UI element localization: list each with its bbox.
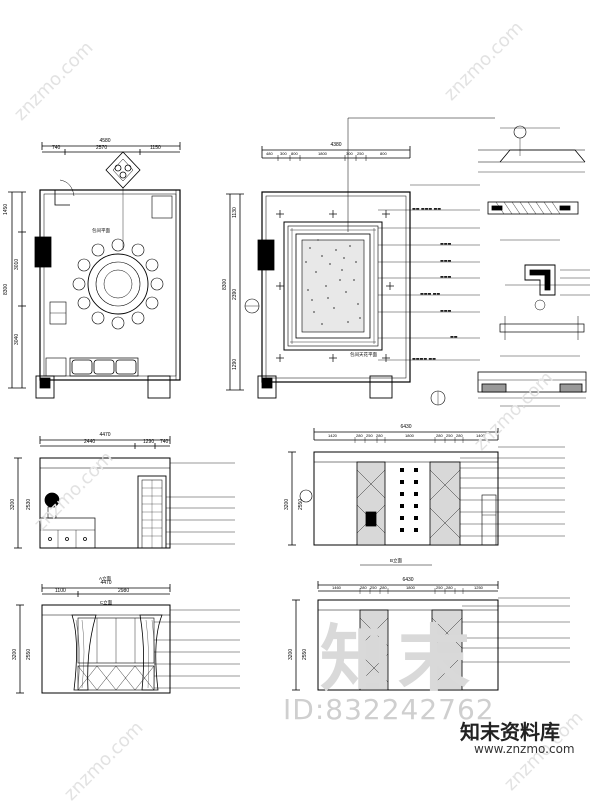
elev-b-side-2: 3200: [284, 499, 290, 510]
elev-c-side-2: 3200: [12, 649, 18, 660]
plan-b-ceiling-label: 包间天花平面: [350, 351, 377, 358]
elev-b-side-1: 2550: [298, 499, 304, 510]
svg-text:▬▬▬: ▬▬▬: [440, 258, 452, 263]
svg-text:▬▬ ▬▬▬ ▬▬: ▬▬ ▬▬▬ ▬▬: [412, 206, 441, 211]
elev-b-dim-3: 250: [366, 433, 373, 438]
elev-c-caption: C立面: [100, 599, 113, 606]
watermark-url: www.znzmo.com: [474, 742, 575, 756]
plan-a-side-1: 1450: [3, 204, 9, 215]
plan-a-room-label: 包间平面: [92, 227, 110, 234]
elev-d-dim-total: 6430: [402, 577, 413, 583]
svg-text:▬▬▬▬ ▬▬: ▬▬▬▬ ▬▬: [412, 356, 436, 361]
elev-b-dim-4: 280: [376, 433, 383, 438]
plan-b-side-2: 2390: [232, 289, 238, 300]
ceiling-plan-top-middle: ▬▬ ▬▬▬ ▬▬ ▬▬▬▬▬▬ ▬▬▬▬▬▬ ▬▬ ▬▬▬▬▬ ▬▬▬▬ ▬▬: [226, 117, 495, 406]
watermark-main-logo: 知末: [320, 617, 477, 701]
elev-d-dim-3: 250: [370, 585, 377, 590]
elev-d-side-2: 3200: [288, 649, 294, 660]
plan-a-side-2: 3010: [14, 259, 20, 270]
elev-b-dim-2: 280: [356, 433, 363, 438]
plan-b-dim-total: 4380: [330, 142, 341, 148]
elev-b-caption: B立面: [390, 557, 403, 564]
plan-a-dim-1: 740: [52, 145, 61, 151]
elev-b-dim-total: 6430: [400, 424, 411, 430]
floor-plan-top-left: [8, 142, 181, 399]
elev-a-dim-2: 1290: [143, 439, 154, 445]
plan-a-dim-2: 2570: [96, 145, 107, 151]
elev-b-dim-5: 1800: [405, 433, 415, 438]
elev-b-dim-8: 280: [456, 433, 463, 438]
watermark-brand: 知末资料库: [460, 720, 560, 744]
watermark-id: ID:832242762: [283, 693, 495, 726]
elev-a-side-2: 3200: [10, 499, 16, 510]
plan-b-dim-6: 250: [357, 151, 364, 156]
svg-text:▬▬▬: ▬▬▬: [440, 274, 452, 279]
plan-b-dim-1: 480: [266, 151, 273, 156]
elev-d-dim-6: 250: [436, 585, 443, 590]
elev-a-caption: A立面: [99, 575, 112, 582]
plan-a-dim-3: 1150: [150, 145, 161, 151]
svg-text:▬▬▬: ▬▬▬: [440, 308, 452, 313]
elev-a-side-1: 2530: [26, 499, 32, 510]
elev-d-dim-5: 1800: [406, 585, 416, 590]
svg-text:▬▬▬ ▬▬: ▬▬▬ ▬▬: [420, 291, 440, 296]
elev-c-side-1: 2550: [26, 649, 32, 660]
svg-text:▬▬: ▬▬: [450, 334, 458, 339]
details-top-right: [477, 125, 590, 407]
elev-a-dim-1: 2440: [84, 439, 95, 445]
svg-text:▬▬▬: ▬▬▬: [440, 241, 452, 246]
elev-b-dim-6: 280: [436, 433, 443, 438]
elev-b-dim-1: 1420: [328, 433, 338, 438]
elev-d-dim-4: 280: [380, 585, 387, 590]
plan-b-dim-7: 800: [380, 151, 387, 156]
elev-d-dim-7: 280: [446, 585, 453, 590]
plan-b-dim-3: 800: [291, 151, 298, 156]
plan-a-side-3: 3040: [14, 334, 20, 345]
elevation-c: [16, 584, 240, 694]
elevation-a: [14, 436, 235, 549]
plan-b-side-1: 1130: [232, 207, 238, 218]
plan-a-side-total: 8300: [3, 284, 9, 295]
elev-c-dim-total: 4470: [100, 580, 111, 586]
plan-b-dim-4: 1800: [318, 151, 328, 156]
plan-b-dim-5: 300: [346, 151, 353, 156]
elev-d-dim-1: 1460: [332, 585, 342, 590]
elev-b-dim-7: 250: [446, 433, 453, 438]
elev-d-dim-2: 280: [360, 585, 367, 590]
plan-a-dim-total: 4580: [99, 138, 110, 144]
elevation-d: [292, 581, 570, 691]
elev-d-dim-8: 1250: [474, 585, 484, 590]
elev-d-side-1: 2550: [302, 649, 308, 660]
elev-c-dim-2: 2980: [118, 588, 129, 594]
elev-b-dim-9: 1400: [476, 433, 486, 438]
plan-b-dim-2: 300: [280, 151, 287, 156]
elev-a-dim-3: 740: [160, 439, 169, 445]
elev-a-dim-total: 4470: [99, 432, 110, 438]
plan-b-side-total: 8300: [222, 279, 228, 290]
plan-b-side-4: 1290: [232, 359, 238, 370]
elev-c-dim-1: 1100: [55, 588, 66, 594]
elevation-b: [288, 428, 565, 566]
